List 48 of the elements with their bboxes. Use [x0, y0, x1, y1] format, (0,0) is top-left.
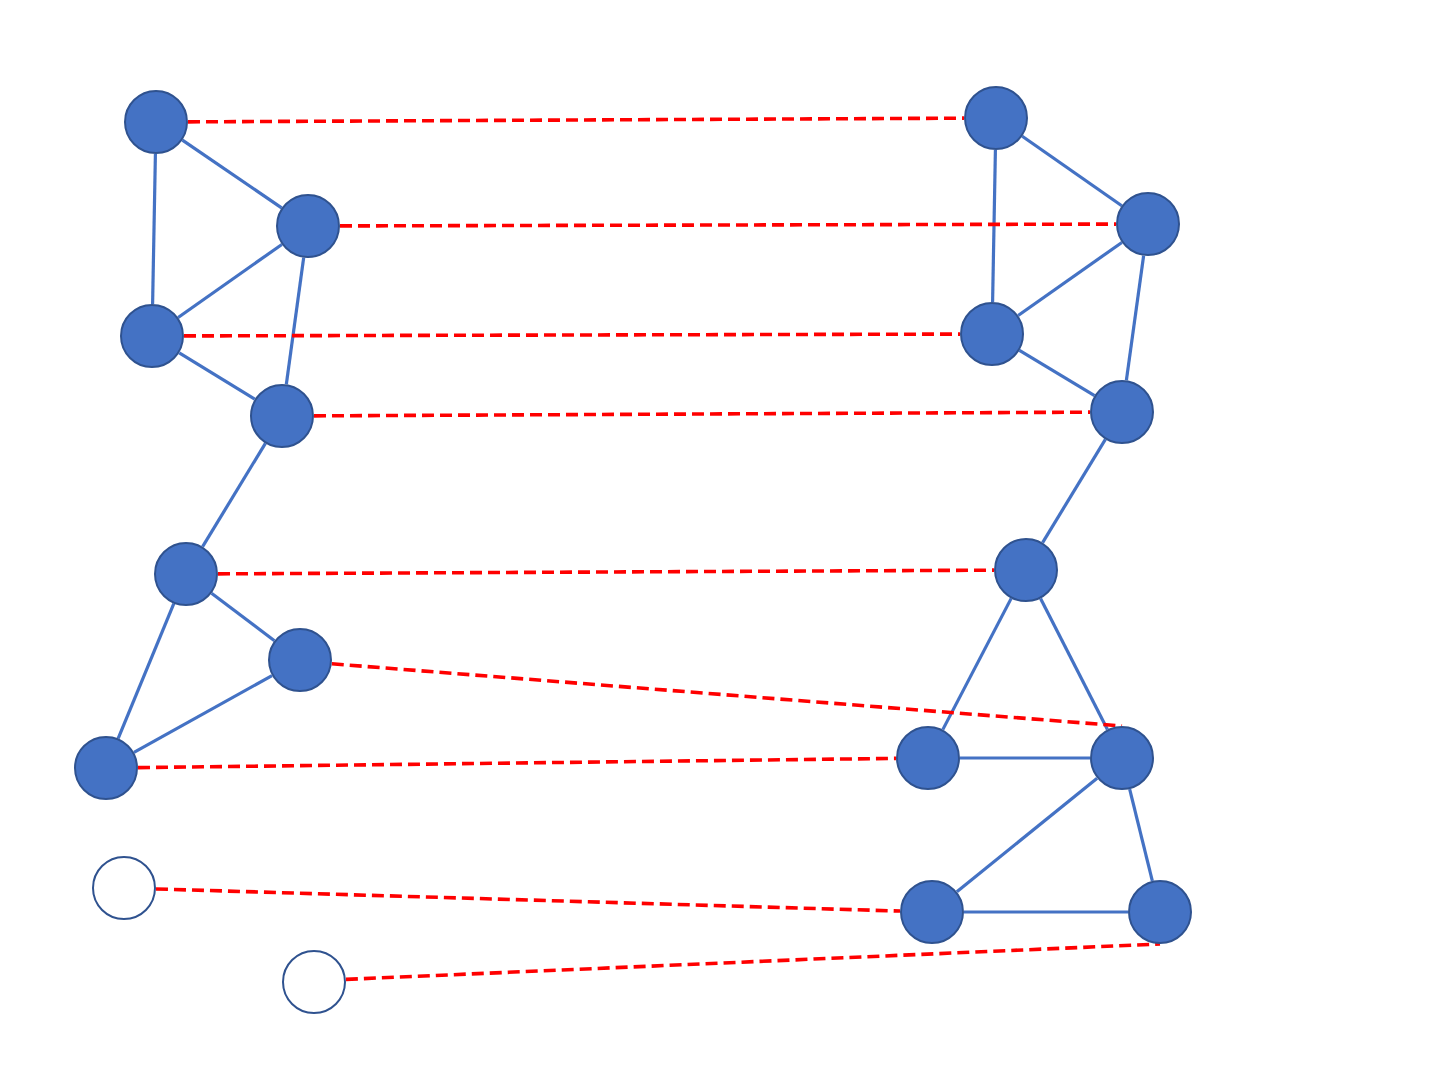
- connector-line: [151, 153, 157, 305]
- connector-line: [941, 597, 1013, 731]
- dashed-connector: [314, 410, 1090, 418]
- graph-node-circle: [74, 736, 138, 800]
- connector-line: [1124, 255, 1146, 381]
- connector-line: [1021, 135, 1123, 207]
- connector-line: [955, 776, 1099, 894]
- connector-line: [1128, 788, 1154, 882]
- connector-line: [178, 351, 256, 401]
- connector-line: [210, 592, 276, 642]
- connector-line: [991, 149, 997, 303]
- connector-line: [960, 756, 1090, 760]
- dashed-connector: [345, 942, 1161, 982]
- connector-line: [181, 138, 283, 210]
- graph-node-circle: [154, 542, 218, 606]
- graph-node-circle: [120, 304, 184, 368]
- graph-node-circle: [1116, 192, 1180, 256]
- graph-node-circle: [276, 194, 340, 258]
- dashed-connector: [184, 332, 960, 338]
- graph-node-circle: [92, 856, 156, 920]
- dashed-connector: [188, 116, 964, 124]
- connector-line: [201, 442, 267, 548]
- connector-line: [1041, 438, 1107, 544]
- dashed-connector: [218, 568, 994, 576]
- dashed-connector: [331, 662, 1123, 728]
- graph-node-circle: [1128, 880, 1192, 944]
- connector-line: [284, 257, 306, 385]
- dashed-connector: [137, 756, 897, 770]
- connector-line: [116, 602, 176, 740]
- graph-node-circle: [124, 90, 188, 154]
- connector-line: [177, 243, 283, 319]
- connector-line: [1039, 597, 1109, 731]
- graph-node-circle: [250, 384, 314, 448]
- graph-node-circle: [282, 950, 346, 1014]
- graph-node-circle: [896, 726, 960, 790]
- connector-line: [964, 910, 1128, 914]
- graph-node-circle: [900, 880, 964, 944]
- graph-node-circle: [1090, 726, 1154, 790]
- graph-node-circle: [994, 538, 1058, 602]
- graph-node-circle: [960, 302, 1024, 366]
- graph-node-circle: [1090, 380, 1154, 444]
- connector-line: [1018, 349, 1096, 397]
- connector-line: [1017, 241, 1123, 317]
- connector-line: [133, 674, 273, 754]
- dashed-connector: [155, 887, 901, 913]
- graph-node-circle: [268, 628, 332, 692]
- dashed-connector: [340, 222, 1116, 228]
- graph-node-circle: [964, 86, 1028, 150]
